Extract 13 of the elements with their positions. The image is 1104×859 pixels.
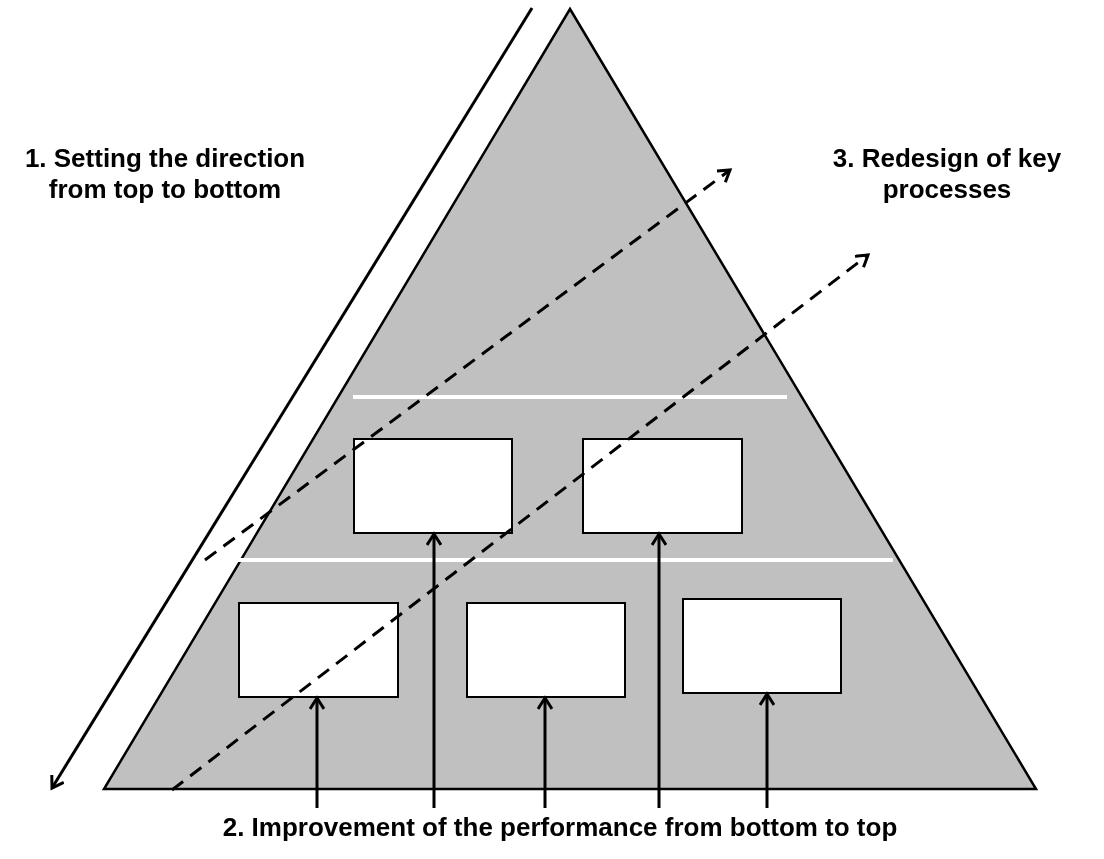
caption-text: 2. Improvement of the performance from bottom to top xyxy=(221,812,899,843)
arrow xyxy=(536,696,554,808)
empty-box xyxy=(582,438,743,534)
empty-box xyxy=(466,602,626,698)
caption-text: 1. Setting the direction from top to bottom xyxy=(23,143,307,205)
empty-box xyxy=(353,438,513,534)
empty-box xyxy=(238,602,399,698)
empty-box xyxy=(682,598,842,694)
arrow xyxy=(650,532,668,808)
arrow xyxy=(425,532,443,808)
caption-text: 3. Redesign of key processes xyxy=(831,143,1063,205)
arrow xyxy=(308,696,326,808)
arrow xyxy=(758,692,776,808)
